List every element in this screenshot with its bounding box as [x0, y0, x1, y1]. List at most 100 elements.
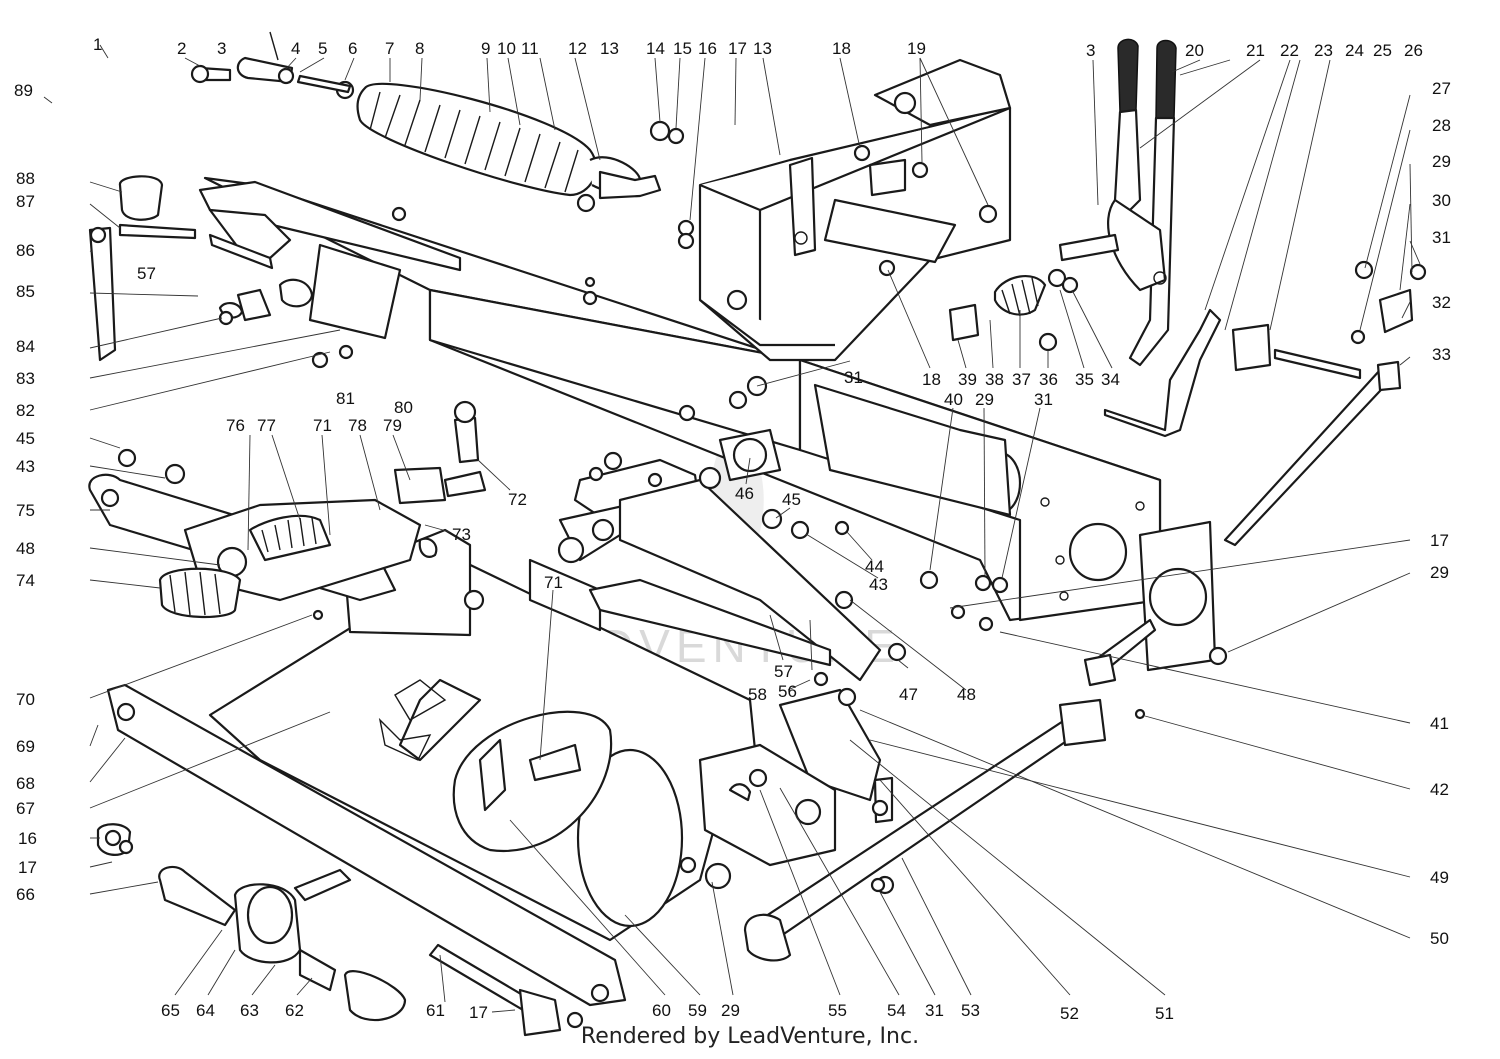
callout-2: 2 — [177, 39, 186, 58]
callout-45b: 45 — [782, 490, 801, 509]
callout-61: 61 — [426, 1001, 445, 1020]
callout-77: 77 — [257, 416, 276, 435]
callout-31: 31 — [1432, 228, 1451, 247]
callout-49: 49 — [1430, 868, 1449, 887]
callout-62: 62 — [285, 1001, 304, 1020]
footer-credit: Rendered by LeadVenture, Inc. — [580, 1024, 920, 1049]
callout-38: 38 — [985, 370, 1004, 389]
callout-35: 35 — [1075, 370, 1094, 389]
callout-53: 53 — [961, 1001, 980, 1020]
callout-29: 29 — [1432, 152, 1451, 171]
callout-8: 8 — [415, 39, 424, 58]
left-slant-plate — [198, 180, 462, 340]
callout-74: 74 — [16, 571, 35, 590]
callout-13b: 13 — [753, 39, 772, 58]
callout-20: 20 — [1185, 41, 1204, 60]
callout-14: 14 — [646, 39, 665, 58]
tow-bracket-frame — [698, 58, 1012, 362]
callout-25: 25 — [1373, 41, 1392, 60]
callout-42: 42 — [1430, 780, 1449, 799]
callout-69: 69 — [16, 737, 35, 756]
callout-79: 79 — [383, 416, 402, 435]
callout-59: 59 — [688, 1001, 707, 1020]
callout-60: 60 — [652, 1001, 671, 1020]
callout-41: 41 — [1430, 714, 1449, 733]
callout-88: 88 — [16, 169, 35, 188]
callout-76: 76 — [226, 416, 245, 435]
callout-55: 55 — [828, 1001, 847, 1020]
leader-lines — [43, 44, 1421, 1013]
callout-17b: 17 — [1430, 531, 1449, 550]
callout-9: 9 — [481, 39, 490, 58]
callout-23: 23 — [1314, 41, 1333, 60]
callout-73: 73 — [452, 525, 471, 544]
callout-labels: 1 2 3 4 5 6 7 8 9 10 11 12 13 14 15 16 1… — [14, 35, 1451, 1023]
callout-68: 68 — [16, 774, 35, 793]
callout-7: 7 — [385, 39, 394, 58]
callout-67: 67 — [16, 799, 35, 818]
callout-29b: 29 — [975, 390, 994, 409]
callout-33: 33 — [1432, 345, 1451, 364]
callout-83: 83 — [16, 369, 35, 388]
callout-16: 16 — [698, 39, 717, 58]
callout-32: 32 — [1432, 293, 1451, 312]
callout-80: 80 — [394, 398, 413, 417]
callout-1: 1 — [93, 35, 102, 54]
small-hardware — [104, 120, 1427, 1029]
callout-29c: 29 — [1430, 563, 1449, 582]
left-upper-arm — [88, 175, 314, 362]
callout-17c: 17 — [18, 858, 37, 877]
callout-43b: 43 — [869, 575, 888, 594]
callout-12: 12 — [568, 39, 587, 58]
callout-13: 13 — [600, 39, 619, 58]
callout-84: 84 — [16, 337, 35, 356]
callout-81: 81 — [336, 389, 355, 408]
callout-45: 45 — [16, 429, 35, 448]
callout-16b: 16 — [18, 829, 37, 848]
callout-19: 19 — [907, 39, 926, 58]
callout-5: 5 — [318, 39, 327, 58]
callout-24: 24 — [1345, 41, 1364, 60]
callout-17: 17 — [728, 39, 747, 58]
callout-18b: 18 — [922, 370, 941, 389]
callout-70: 70 — [16, 690, 35, 709]
callout-43: 43 — [16, 457, 35, 476]
callout-75: 75 — [16, 501, 35, 520]
callout-31d: 31 — [925, 1001, 944, 1020]
callout-63: 63 — [240, 1001, 259, 1020]
upper-frame-channel — [203, 176, 1162, 622]
right-mount-plate — [1083, 520, 1217, 687]
callout-39: 39 — [958, 370, 977, 389]
callout-58: 58 — [748, 685, 767, 704]
callout-34: 34 — [1101, 370, 1120, 389]
deck-stamp-70 — [378, 679, 447, 761]
callout-82: 82 — [16, 401, 35, 420]
callout-30: 30 — [1432, 191, 1451, 210]
callout-36: 36 — [1039, 370, 1058, 389]
callout-89: 89 — [14, 81, 33, 100]
callout-64: 64 — [196, 1001, 215, 1020]
lower-shaft-assembly — [96, 823, 562, 1037]
callout-18: 18 — [832, 39, 851, 58]
callout-46: 46 — [735, 484, 754, 503]
callout-85: 85 — [16, 282, 35, 301]
callout-78: 78 — [348, 416, 367, 435]
callout-3: 3 — [217, 39, 226, 58]
deck-frame — [106, 528, 762, 1007]
callout-57: 57 — [137, 264, 156, 283]
callout-54: 54 — [887, 1001, 906, 1020]
callout-52: 52 — [1060, 1004, 1079, 1023]
callout-4: 4 — [291, 39, 300, 58]
left-lever-assembly — [88, 400, 487, 618]
callout-21: 21 — [1246, 41, 1265, 60]
callout-71: 71 — [313, 416, 332, 435]
callout-22: 22 — [1280, 41, 1299, 60]
callout-3b: 3 — [1086, 41, 1095, 60]
callout-71b: 71 — [544, 573, 563, 592]
callout-72: 72 — [508, 490, 527, 509]
lift-link-rod — [1103, 288, 1414, 547]
callout-86: 86 — [16, 241, 35, 260]
callout-27: 27 — [1432, 79, 1451, 98]
